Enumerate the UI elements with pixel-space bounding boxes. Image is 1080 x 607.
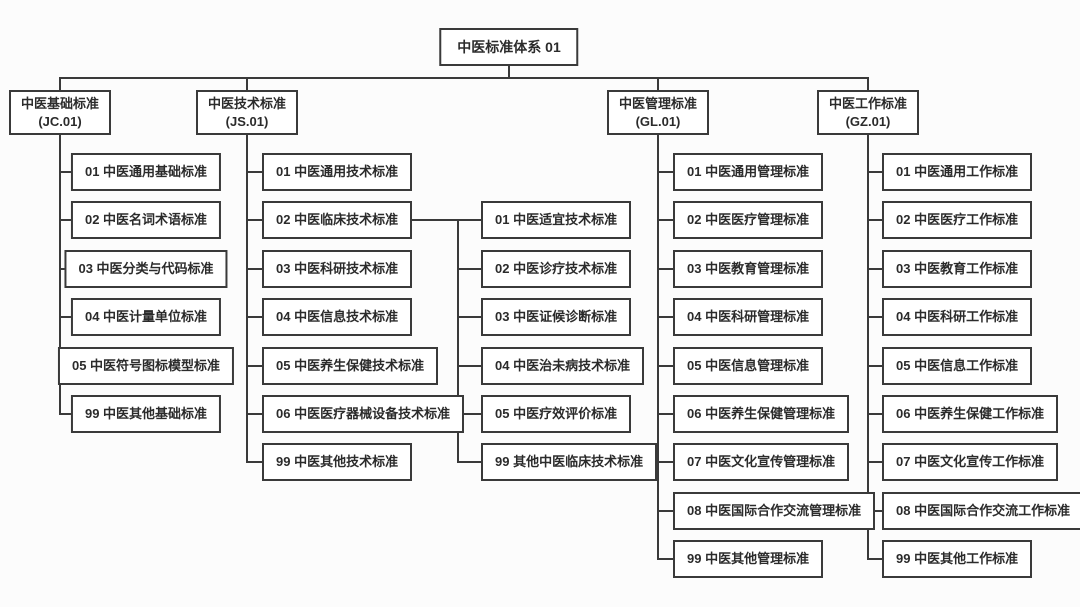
branch-header-gz: 中医工作标准 (GZ.01) bbox=[817, 90, 919, 136]
branch-code: (JC.01) bbox=[38, 113, 82, 129]
item-gl-99: 99 中医其他管理标准 bbox=[673, 540, 824, 578]
branch-title: 中医管理标准 bbox=[618, 96, 697, 111]
item-gz-08: 08 中医国际合作交流工作标准 bbox=[882, 492, 1080, 530]
branch-header-jc: 中医基础标准 (JC.01) bbox=[9, 90, 111, 136]
item-clinical-04: 04 中医治未病技术标准 bbox=[481, 347, 645, 385]
item-jc-02: 02 中医名词术语标准 bbox=[70, 201, 222, 239]
item-js-06: 06 中医医疗器械设备技术标准 bbox=[262, 395, 465, 433]
item-gl-01: 01 中医通用管理标准 bbox=[673, 153, 824, 191]
item-gz-06: 06 中医养生保健工作标准 bbox=[882, 395, 1059, 433]
item-js-01: 01 中医通用技术标准 bbox=[262, 153, 413, 191]
item-gl-02: 02 中医医疗管理标准 bbox=[673, 201, 824, 239]
item-gl-03: 03 中医教育管理标准 bbox=[673, 250, 824, 288]
item-jc-01: 01 中医通用基础标准 bbox=[70, 153, 222, 191]
item-gz-03: 03 中医教育工作标准 bbox=[882, 250, 1033, 288]
item-gl-06: 06 中医养生保健管理标准 bbox=[673, 395, 850, 433]
item-gl-04: 04 中医科研管理标准 bbox=[673, 298, 824, 336]
item-js-99: 99 中医其他技术标准 bbox=[262, 443, 413, 481]
item-clinical-99: 99 其他中医临床技术标准 bbox=[481, 443, 658, 481]
item-jc-99: 99 中医其他基础标准 bbox=[70, 395, 222, 433]
branch-header-gl: 中医管理标准 (GL.01) bbox=[607, 90, 709, 136]
item-clinical-03: 03 中医证候诊断标准 bbox=[481, 298, 632, 336]
item-jc-04: 04 中医计量单位标准 bbox=[70, 298, 222, 336]
item-js-02: 02 中医临床技术标准 bbox=[262, 201, 413, 239]
item-gz-07: 07 中医文化宣传工作标准 bbox=[882, 443, 1059, 481]
branch-code: (JS.01) bbox=[225, 113, 269, 129]
root-node: 中医标准体系 01 bbox=[439, 28, 579, 66]
item-clinical-02: 02 中医诊疗技术标准 bbox=[481, 250, 632, 288]
item-jc-05: 05 中医符号图标模型标准 bbox=[57, 347, 235, 385]
item-gz-02: 02 中医医疗工作标准 bbox=[882, 201, 1033, 239]
item-js-05: 05 中医养生保健技术标准 bbox=[262, 347, 439, 385]
item-js-04: 04 中医信息技术标准 bbox=[262, 298, 413, 336]
item-gz-04: 04 中医科研工作标准 bbox=[882, 298, 1033, 336]
branch-header-js: 中医技术标准 (JS.01) bbox=[196, 90, 298, 136]
item-gz-99: 99 中医其他工作标准 bbox=[882, 540, 1033, 578]
branch-title: 中医工作标准 bbox=[828, 96, 907, 111]
item-clinical-01: 01 中医适宜技术标准 bbox=[481, 201, 632, 239]
branch-title: 中医基础标准 bbox=[20, 96, 99, 111]
item-jc-03: 03 中医分类与代码标准 bbox=[64, 250, 228, 288]
item-js-03: 03 中医科研技术标准 bbox=[262, 250, 413, 288]
branch-code: (GL.01) bbox=[635, 113, 681, 129]
item-gl-05: 05 中医信息管理标准 bbox=[673, 347, 824, 385]
branch-code: (GZ.01) bbox=[845, 113, 891, 129]
item-gl-07: 07 中医文化宣传管理标准 bbox=[673, 443, 850, 481]
branch-title: 中医技术标准 bbox=[207, 96, 286, 111]
item-gz-05: 05 中医信息工作标准 bbox=[882, 347, 1033, 385]
item-gz-01: 01 中医通用工作标准 bbox=[882, 153, 1033, 191]
item-clinical-05: 05 中医疗效评价标准 bbox=[481, 395, 632, 433]
item-gl-08: 08 中医国际合作交流管理标准 bbox=[673, 492, 876, 530]
